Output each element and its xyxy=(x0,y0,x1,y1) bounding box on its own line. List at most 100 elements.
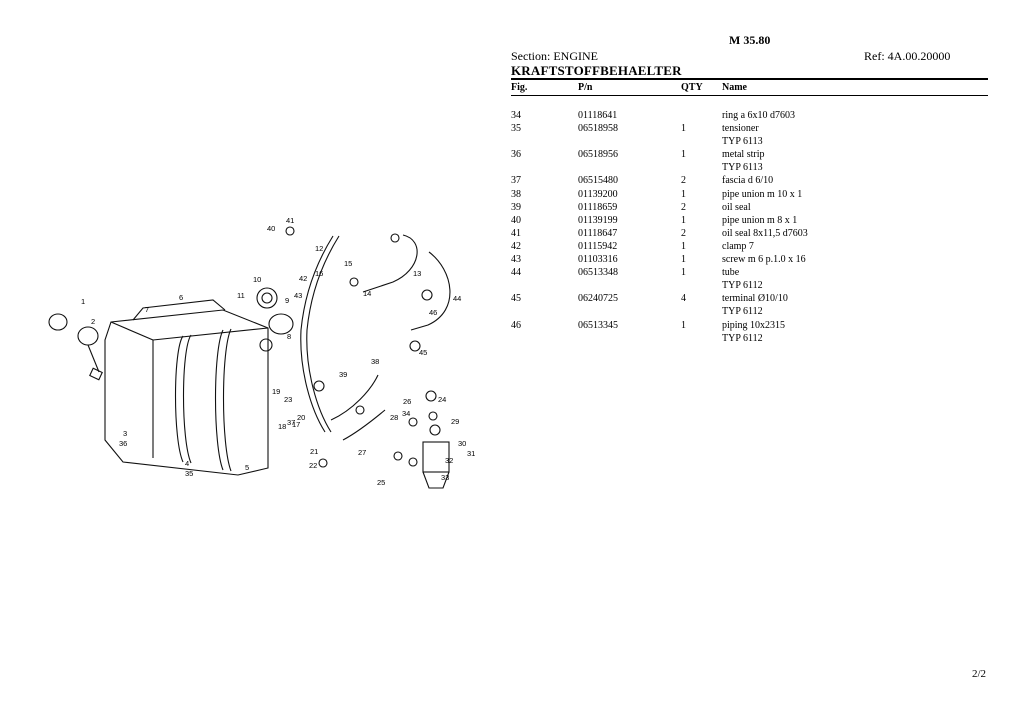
banjo-bolt xyxy=(425,390,437,402)
cell-name: TYP 6113 xyxy=(722,162,763,174)
cell-qty: 1 xyxy=(681,123,686,135)
filler-cap xyxy=(256,287,278,309)
page-number: 2/2 xyxy=(972,668,987,680)
callout-46: 46 xyxy=(429,308,437,317)
table-row: TYP 6112 xyxy=(511,305,988,318)
cell-name: metal strip xyxy=(722,149,765,161)
callout-27: 27 xyxy=(358,448,366,457)
col-header-name: Name xyxy=(722,82,747,93)
callout-3: 3 xyxy=(123,429,127,438)
callout-26: 26 xyxy=(403,397,411,406)
callout-13: 13 xyxy=(413,269,421,278)
callout-39: 39 xyxy=(339,370,347,379)
cell-fig: 42 xyxy=(511,240,521,252)
tank-top xyxy=(132,299,226,321)
callout-14: 14 xyxy=(363,289,371,298)
callout-16: 16 xyxy=(315,269,323,278)
cell-fig: 38 xyxy=(511,188,521,200)
cell-name: terminal Ø10/10 xyxy=(722,293,788,305)
callout-29: 29 xyxy=(451,417,459,426)
callout-42: 42 xyxy=(299,274,307,283)
sender-float xyxy=(89,367,103,381)
fuel-pipe xyxy=(300,235,334,433)
cell-name: pipe union m 10 x 1 xyxy=(722,188,803,200)
table-row: TYP 6112 xyxy=(511,279,988,292)
callout-6: 6 xyxy=(179,293,183,302)
cell-name: TYP 6112 xyxy=(722,306,763,318)
cell-fig: 40 xyxy=(511,214,521,226)
cell-pn: 06513348 xyxy=(578,267,618,279)
cell-fig: 43 xyxy=(511,254,521,266)
cell-qty: 1 xyxy=(681,214,686,226)
callout-9: 9 xyxy=(285,296,289,305)
table-row: 44 06513348 1 tube xyxy=(511,266,988,279)
cell-qty: 2 xyxy=(681,175,686,187)
washer xyxy=(428,411,438,421)
fuel-tank-exploded-diagram: 1 2 3 4 5 6 7 8 9 10 11 12 13 14 15 16 1… xyxy=(48,216,475,489)
callout-41: 41 xyxy=(286,216,294,225)
callout-31: 31 xyxy=(467,449,475,458)
cell-pn: 06518958 xyxy=(578,123,618,135)
feed-pipe xyxy=(330,374,379,421)
cell-pn: 01139199 xyxy=(578,214,618,226)
cell-pn: 01103316 xyxy=(578,254,618,266)
callout-37: 37 xyxy=(287,418,295,427)
cell-pn: 01115942 xyxy=(578,240,618,252)
title-rule xyxy=(511,78,988,80)
sender-tube xyxy=(87,344,100,373)
cell-qty: 1 xyxy=(681,254,686,266)
callout-8: 8 xyxy=(287,332,291,341)
callout-2: 2 xyxy=(91,317,95,326)
callout-23: 23 xyxy=(284,395,292,404)
callout-15: 15 xyxy=(344,259,352,268)
cell-pn: 06515480 xyxy=(578,175,618,187)
washer xyxy=(429,424,441,436)
callout-43: 43 xyxy=(294,291,302,300)
drain-plug xyxy=(318,458,328,468)
clip xyxy=(421,289,433,301)
fuel-tank-body xyxy=(104,309,269,476)
callout-17: 17 xyxy=(292,420,300,429)
cell-name: tube xyxy=(722,267,740,279)
cell-qty: 1 xyxy=(681,149,686,161)
sender-unit xyxy=(48,313,68,331)
callout-18: 18 xyxy=(278,422,286,431)
cell-fig: 46 xyxy=(511,319,521,331)
cell-pn: 06518956 xyxy=(578,149,618,161)
cell-qty: 1 xyxy=(681,267,686,279)
table-row: TYP 6112 xyxy=(511,332,988,345)
callout-40: 40 xyxy=(267,224,275,233)
cell-fig: 39 xyxy=(511,201,521,213)
callout-20: 20 xyxy=(297,413,305,422)
callout-35: 35 xyxy=(185,469,193,478)
cell-fig: 37 xyxy=(511,175,521,187)
cell-fig: 36 xyxy=(511,149,521,161)
callout-1: 1 xyxy=(81,297,85,306)
cell-name: screw m 6 p.1.0 x 16 xyxy=(722,254,806,266)
callout-36: 36 xyxy=(119,439,127,448)
cell-name: tensioner xyxy=(722,123,759,135)
cell-fig: 34 xyxy=(511,110,521,121)
cell-name: piping 10x2315 xyxy=(722,319,786,331)
cell-name: TYP 6112 xyxy=(722,332,763,344)
cell-qty: 4 xyxy=(681,293,686,305)
section-label: Section: ENGINE xyxy=(511,49,598,63)
callout-4: 4 xyxy=(185,459,189,468)
union xyxy=(408,417,418,427)
cell-pn: 01118641 xyxy=(578,110,618,121)
seal-ring xyxy=(77,326,99,346)
table-row: 36 06518956 1 metal strip xyxy=(511,148,988,161)
cell-pn: 01139200 xyxy=(578,188,618,200)
cell-fig: 44 xyxy=(511,267,521,279)
fuel-pipe xyxy=(306,235,340,433)
col-header-qty: QTY xyxy=(681,82,703,93)
cell-name: oil seal xyxy=(722,201,751,213)
